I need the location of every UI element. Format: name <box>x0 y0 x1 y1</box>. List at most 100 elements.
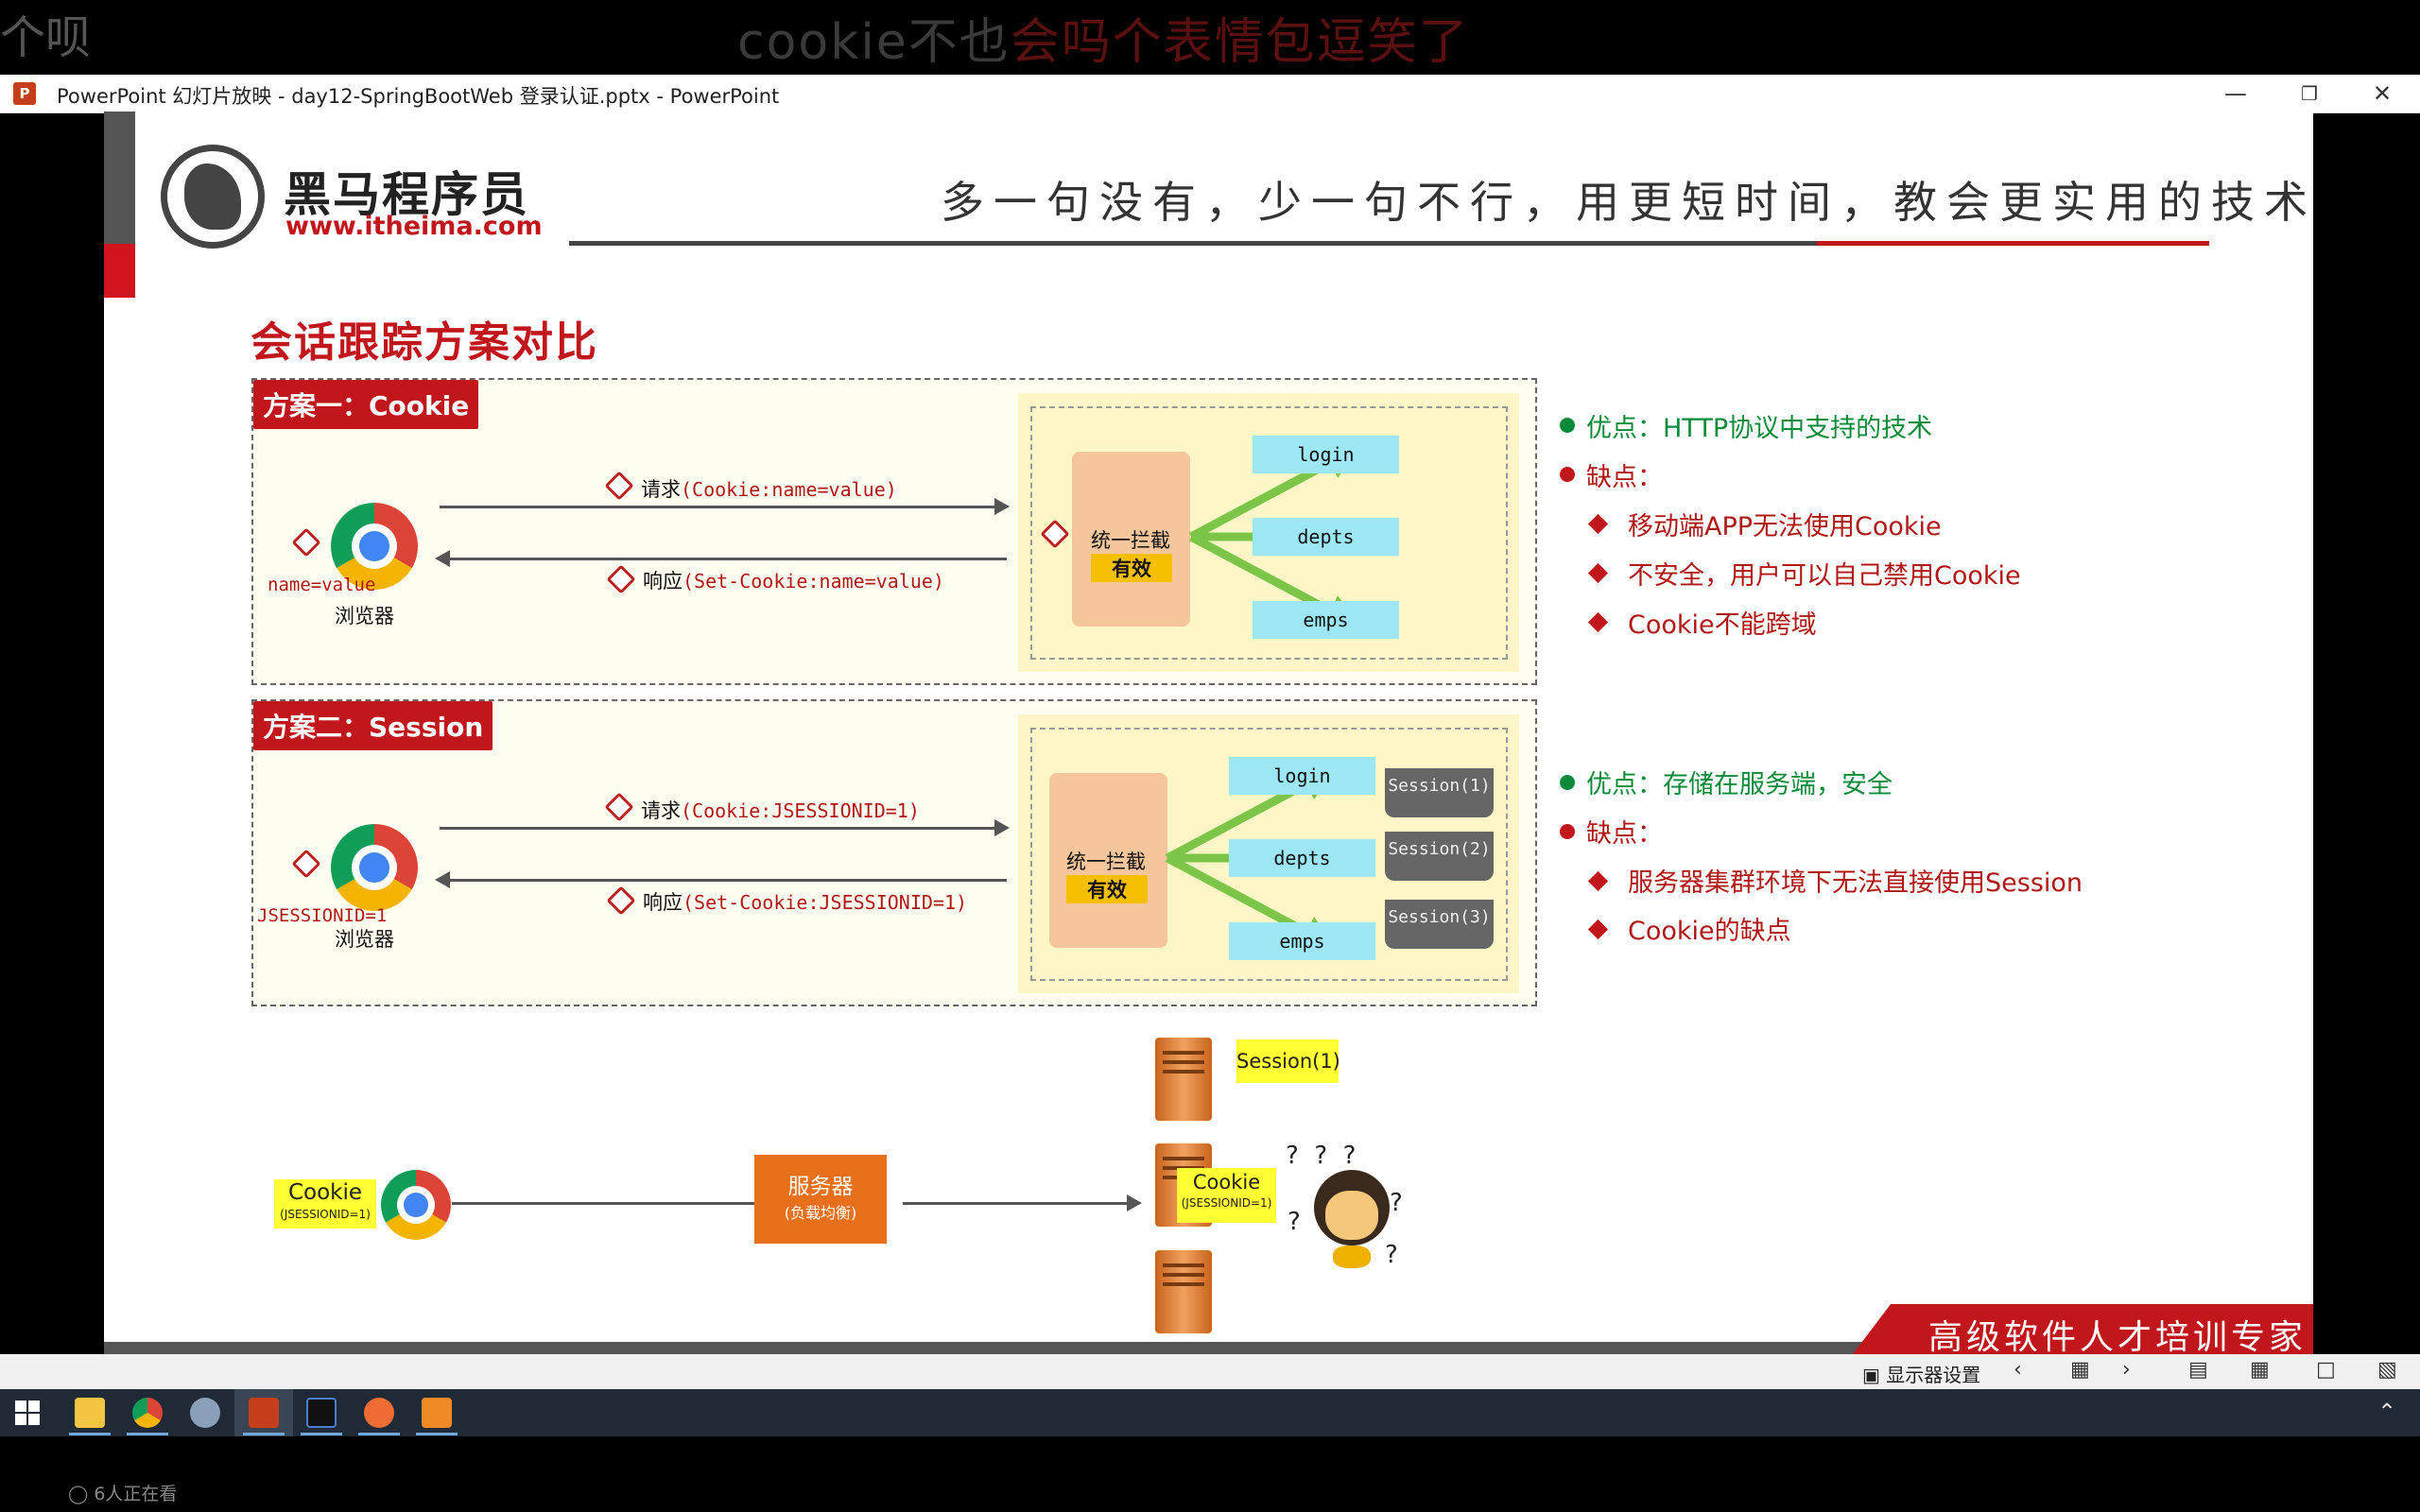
valid-badge: 有效 <box>1066 875 1148 903</box>
session-label: Session(1) <box>1236 1040 1340 1083</box>
display-settings-label: 显示器设置 <box>1886 1364 1981 1386</box>
response-label: 响应(Set-Cookie:JSESSIONID=1) <box>643 887 967 916</box>
response-arrow-head <box>435 550 450 567</box>
valid-badge: 有效 <box>1091 554 1172 582</box>
request-arrow-head <box>994 819 1010 836</box>
response-arrow <box>449 879 1007 882</box>
browser-cookie-value: JSESSIONID=1 <box>257 905 388 926</box>
active-indicator <box>243 1433 285 1435</box>
active-indicator <box>69 1433 111 1435</box>
lb-subtitle: (负载均衡) <box>784 1204 857 1222</box>
monitor-icon: ▣ <box>1862 1364 1880 1386</box>
grid-view-icon[interactable]: ▦ <box>2250 1358 2270 1382</box>
diamond-bullet-icon <box>1587 870 1609 892</box>
browser-label: 浏览器 <box>335 605 394 627</box>
cookie-label-sub: (JSESSIONID=1) <box>280 1208 371 1221</box>
server-inner-frame <box>1030 728 1508 981</box>
interceptor-block <box>1072 452 1190 627</box>
footer-slogan: 高级软件人才培训专家 <box>1928 1318 2308 1354</box>
prev-slide-icon[interactable]: ‹ <box>2014 1358 2022 1382</box>
response-code: (Set-Cookie:name=value) <box>683 570 944 593</box>
request-label: 请求(Cookie:JSESSIONID=1) <box>641 796 920 824</box>
scheme1-con-item: 不安全，用户可以自己禁用Cookie <box>1628 561 2021 591</box>
slogan-underline <box>569 241 1817 246</box>
interceptor-block <box>1049 773 1167 948</box>
app-icon[interactable] <box>190 1398 220 1428</box>
left-accent-bar-red <box>104 244 135 298</box>
to-cluster-arrow-head <box>1127 1194 1142 1211</box>
con-bullet-icon <box>1560 467 1575 482</box>
endpoint-depts: depts <box>1253 518 1399 556</box>
danmaku-text-center: cookie不也会吗个表情包逗笑了 <box>737 2 1470 73</box>
response-code: (Set-Cookie:JSESSIONID=1) <box>683 891 968 914</box>
postman-icon[interactable] <box>364 1398 394 1428</box>
diamond-bullet-icon <box>1587 513 1609 535</box>
chevron-up-icon[interactable]: ⌃ <box>2377 1399 2397 1425</box>
normal-view-icon[interactable]: ▤ <box>2188 1358 2208 1382</box>
slide-title: 会话跟踪方案对比 <box>251 318 598 367</box>
intellij-icon[interactable] <box>306 1398 337 1428</box>
display-settings-button[interactable]: ▣ 显示器设置 <box>1862 1360 1980 1387</box>
restore-icon[interactable]: ❐ <box>2301 82 2318 105</box>
slideshow-icon[interactable]: ▧ <box>2377 1358 2397 1382</box>
endpoint-emps: emps <box>1253 601 1399 639</box>
browser-cookie-value: name=value <box>268 575 376 595</box>
scheme1-pro: 优点：HTTP协议中支持的技术 <box>1586 414 1933 443</box>
scheme1-con-title: 缺点： <box>1586 463 1663 492</box>
chrome-browser-icon <box>331 503 418 590</box>
scheme2-con-title: 缺点： <box>1586 819 1663 849</box>
response-cn: 响应 <box>643 891 683 914</box>
logo-text-cn: 黑马程序员 <box>284 167 529 222</box>
chrome-browser-icon <box>331 824 418 911</box>
window-title: PowerPoint 幻灯片放映 - day12-SpringBootWeb 登… <box>57 85 780 108</box>
interceptor-label: 统一拦截 <box>1091 529 1170 552</box>
danmaku-part-b: 会吗个表情包逗笑了 <box>1010 14 1470 71</box>
pro-bullet-icon <box>1560 418 1575 433</box>
minimize-icon[interactable]: — <box>2224 80 2247 107</box>
itheima-logo-icon <box>161 145 265 249</box>
viewer-count-text: 6人正在看 <box>94 1484 178 1504</box>
cookie-label: Cookie (JSESSIONID=1) <box>274 1179 376 1228</box>
con-bullet-icon <box>1560 824 1575 839</box>
powerpoint-icon[interactable] <box>249 1398 279 1428</box>
chrome-icon[interactable] <box>132 1398 163 1428</box>
footer-banner <box>1853 1304 2313 1354</box>
session-doc: Session(2) <box>1385 832 1494 881</box>
response-arrow <box>449 558 1007 560</box>
slide-canvas: 黑马程序员 www.itheima.com 多一句没有，少一句不行，用更短时间，… <box>104 112 2313 1354</box>
request-arrow <box>440 506 997 508</box>
window-titlebar: P PowerPoint 幻灯片放映 - day12-SpringBootWeb… <box>0 75 2420 113</box>
scheme1-con-item: Cookie不能跨域 <box>1628 610 1817 640</box>
cookie-label-2: Cookie (JSESSIONID=1) <box>1177 1168 1276 1223</box>
file-explorer-icon[interactable] <box>75 1398 105 1428</box>
to-cluster-arrow <box>903 1202 1130 1205</box>
slide-sorter-icon[interactable]: ▦ <box>2070 1358 2090 1382</box>
powerpoint-app-icon: P <box>13 82 36 105</box>
response-arrow-head <box>435 871 450 888</box>
server-inner-frame <box>1030 406 1508 660</box>
slide-bottom-bar <box>104 1342 2313 1354</box>
scheme2-pro: 优点：存储在服务端，安全 <box>1586 770 1893 799</box>
reading-view-icon[interactable]: □ <box>2316 1358 2336 1382</box>
request-arrow <box>440 827 997 830</box>
active-indicator <box>358 1433 400 1435</box>
active-indicator <box>416 1433 458 1435</box>
endpoint-login: login <box>1229 757 1375 795</box>
close-icon[interactable]: ✕ <box>2372 80 2393 107</box>
request-code: (Cookie:JSESSIONID=1) <box>681 799 920 822</box>
session-doc: Session(1) <box>1385 768 1494 817</box>
next-slide-icon[interactable]: › <box>2122 1358 2131 1382</box>
server-tower-icon <box>1155 1250 1212 1333</box>
session-doc: Session(3) <box>1385 900 1494 949</box>
active-indicator <box>127 1433 168 1435</box>
danmaku-text-left: 个呗 <box>0 11 92 64</box>
cookie-label-title: Cookie <box>287 1180 363 1205</box>
left-accent-bar <box>104 112 135 244</box>
viewer-count: ◯ 6人正在看 <box>68 1480 177 1505</box>
windows-start-icon[interactable] <box>15 1400 40 1425</box>
scheme2-con-item: 服务器集群环境下无法直接使用Session <box>1628 868 2083 898</box>
pro-bullet-icon <box>1560 775 1575 790</box>
endpoint-emps: emps <box>1229 922 1375 960</box>
slogan-underline-red <box>1817 241 2209 246</box>
app-orange-icon[interactable] <box>422 1398 452 1428</box>
